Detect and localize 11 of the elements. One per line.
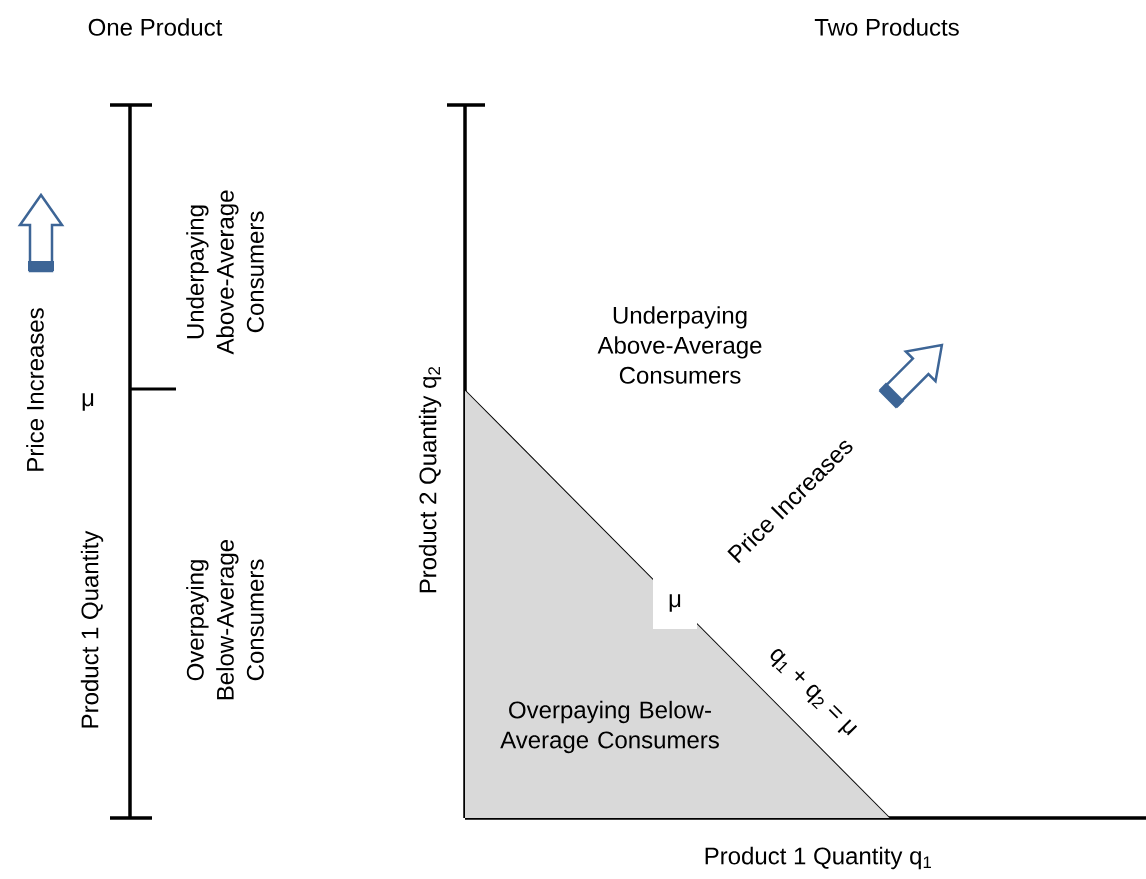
axis-label: Product 1 Quantity q$_{1}$ (705, 846, 931, 870)
mu-label: μ (82, 393, 94, 411)
mu-label: μ (653, 577, 697, 629)
panel-title: Two Products (814, 18, 959, 36)
axis-label: Product 2 Quantity q$_{2}$ (418, 367, 442, 593)
panel-title: One Product (88, 18, 223, 36)
region-label: Underpaying Above-Average Consumers (186, 190, 264, 355)
region-label: Overpaying Below-Average Consumers (186, 539, 264, 700)
line-label: q$_{1}$ + q$_{2}$ = μ (770, 649, 858, 736)
axis-label: Price Increases (26, 308, 44, 471)
axis-label: Product 1 Quantity (80, 530, 104, 728)
